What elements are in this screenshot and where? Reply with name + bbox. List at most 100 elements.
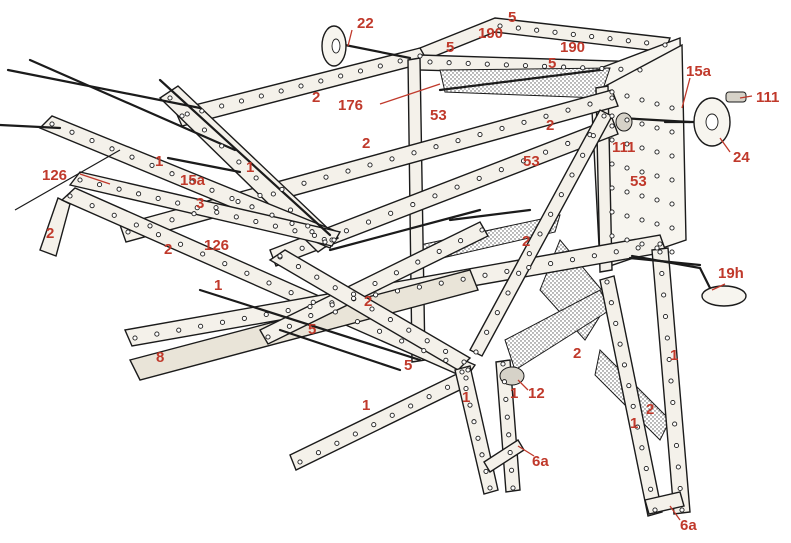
strip-hole — [604, 279, 610, 285]
strip-hole — [673, 442, 680, 449]
strip-hole — [332, 285, 338, 291]
strip-hole — [263, 311, 269, 318]
plate-hole — [669, 105, 675, 111]
strip-hole — [334, 440, 340, 446]
rod-center-1 — [328, 208, 482, 252]
strip-hole — [394, 288, 401, 294]
strip-hole — [473, 349, 479, 355]
strip-hole — [463, 375, 469, 381]
strip-hole — [461, 359, 467, 365]
strip-hole — [484, 61, 490, 67]
strip-hole — [332, 309, 338, 315]
strip-hole — [277, 253, 283, 259]
plate-hole — [654, 173, 660, 179]
label-3: 3 — [196, 195, 204, 212]
strip-hole — [454, 184, 460, 190]
strip-hole — [679, 507, 685, 513]
strip-hole — [504, 268, 510, 274]
plate-hole — [669, 153, 675, 159]
plate-hole — [669, 129, 675, 135]
strip-hole — [241, 315, 247, 321]
leader-6a-bottom — [669, 505, 681, 521]
plate-hole — [639, 121, 645, 127]
label-15a-top: 15a — [686, 63, 712, 80]
strip-hole — [238, 98, 245, 104]
label-1-leg-right: 1 — [510, 385, 518, 402]
strip-hole — [279, 186, 285, 192]
label-6a-bottom: 6a — [680, 517, 697, 534]
strip-hole — [507, 450, 513, 456]
label-5-lower-left: 5 — [308, 321, 316, 338]
strip-hole — [175, 200, 181, 206]
strip-hole — [664, 335, 670, 341]
strip-hole — [621, 362, 628, 368]
label-1-lower-left: 1 — [214, 277, 222, 294]
strip-hole — [389, 412, 395, 418]
strip-hole — [213, 205, 219, 211]
label-2-lower-center: 2 — [364, 293, 372, 310]
strip-hole — [672, 421, 678, 427]
strip-hole — [427, 59, 433, 65]
strip-hole — [580, 65, 586, 71]
plate-hole — [639, 193, 645, 199]
label-2-far-left: 2 — [46, 225, 54, 242]
strip-hole — [494, 310, 500, 316]
strip-hole — [179, 113, 185, 119]
strip-hole — [659, 270, 665, 277]
strip-hole — [476, 175, 482, 181]
leader-126 — [79, 173, 111, 185]
plate-hole — [654, 221, 660, 227]
strip-hole — [388, 210, 394, 216]
strip-hole — [479, 227, 485, 233]
plate-hole — [609, 89, 615, 95]
strip-hole — [662, 42, 668, 48]
label-1-leg-left: 1 — [462, 389, 470, 406]
strip-hole — [169, 171, 175, 177]
strip-hole — [96, 182, 103, 188]
strip-hole — [214, 209, 220, 215]
part-labels: 22 5 5 190 190 5 15a 111 2 176 53 2 2 11… — [42, 9, 779, 534]
strip-hole — [477, 131, 483, 138]
strip-hole — [305, 223, 311, 229]
strip-hole — [415, 259, 421, 265]
leader-12 — [517, 379, 529, 391]
strip-hole — [169, 217, 175, 223]
strip-hole — [644, 40, 650, 46]
label-22: 22 — [357, 15, 374, 32]
strip-hole — [49, 121, 55, 127]
strip-hole — [307, 304, 313, 310]
strip-hole — [500, 361, 506, 367]
rod-upper-left-3 — [158, 78, 332, 237]
leader-111-top — [739, 95, 753, 99]
plate-hole — [624, 237, 630, 243]
strip-hole — [132, 335, 138, 341]
strip-hole — [637, 67, 643, 73]
strip-hole — [432, 193, 438, 199]
strip-hole — [463, 386, 469, 392]
strip-hole — [522, 63, 529, 69]
strip-hole — [446, 60, 452, 66]
strip-hole — [129, 154, 135, 160]
strip-hole — [244, 270, 250, 276]
strip-hole — [308, 313, 314, 319]
rod-lower-2 — [278, 328, 402, 372]
strip-hole — [354, 319, 360, 325]
strip-hole — [133, 222, 139, 228]
strip-hole — [498, 167, 504, 173]
strip-hole — [323, 174, 329, 180]
leader-19h — [711, 283, 726, 291]
label-5-lower-right: 5 — [404, 357, 412, 374]
strip-hole — [424, 338, 430, 344]
strip-hole — [487, 485, 493, 491]
plate-hole — [639, 217, 645, 223]
strip-hole — [599, 65, 605, 72]
strip-hole — [189, 179, 195, 185]
strip-hole — [421, 348, 427, 354]
strip-hole — [670, 399, 676, 406]
strip-hole — [661, 292, 667, 298]
strip-hole — [345, 168, 351, 174]
strip-hole — [397, 58, 403, 64]
strip-hole — [482, 272, 488, 278]
strip-hole — [389, 156, 395, 162]
strip-hole — [111, 212, 117, 218]
